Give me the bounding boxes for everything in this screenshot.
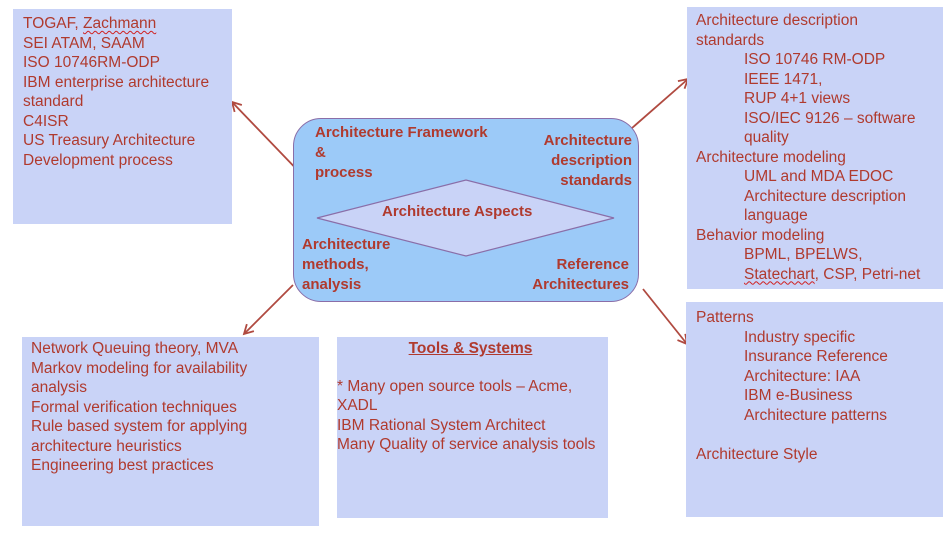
box-line: Network Queuing theory, MVA — [31, 340, 239, 357]
box-line: analysis — [31, 379, 87, 396]
statechart-text: Statechart — [744, 265, 815, 283]
box-line: TOGAF, Zachmann — [23, 15, 157, 32]
box-line: IEEE 1471, — [744, 70, 823, 88]
arrow-to-bottom-right — [642, 288, 689, 346]
box-line: C4ISR — [23, 112, 69, 130]
box-line: Industry specific — [744, 328, 856, 346]
box-line: Many Quality of service analysis tools — [337, 436, 596, 453]
box-line: architecture heuristics — [31, 437, 182, 455]
methods-analysis-box: Network Queuing theory, MVA Markov model… — [22, 337, 319, 526]
box-line: IBM e-Business — [744, 387, 853, 404]
box-line: US Treasury Architecture — [23, 132, 196, 149]
box-line: Architecture description — [744, 187, 906, 205]
box-line: Statechart, CSP, Petri-net — [744, 265, 921, 283]
box-line: IBM Rational System Architect — [337, 416, 546, 434]
box-line: standard — [23, 93, 84, 110]
box-line: Architecture: IAA — [744, 367, 861, 385]
reference-architectures-box: Patterns Industry specific Insurance Ref… — [686, 302, 943, 517]
arrow-to-top-right — [631, 77, 690, 129]
box-line: language — [744, 207, 808, 224]
framework-process-box: TOGAF, Zachmann SEI ATAM, SAAM ISO 10746… — [13, 9, 232, 224]
box-spacer — [696, 425, 943, 445]
box-line: Markov modeling for availability — [31, 359, 248, 377]
framework-process-label: Architecture Framework&process — [315, 124, 488, 181]
box-line: UML and MDA EDOC — [744, 168, 894, 185]
box-line: RUP 4+1 views — [744, 90, 851, 107]
box-line: Architecture Style — [696, 445, 818, 463]
box-line: Insurance Reference — [744, 348, 888, 365]
box-line: Engineering best practices — [31, 457, 214, 474]
box-line: Patterns — [696, 309, 754, 326]
box-line: Behavior modeling — [696, 226, 825, 244]
box-line: Development process — [23, 151, 173, 169]
box-line: Architecture description — [696, 12, 858, 29]
box-line: standards — [696, 31, 765, 49]
box-line: quality — [744, 129, 789, 146]
arrow-to-bottom-left — [242, 284, 294, 336]
box-line: Rule based system for applying — [31, 418, 248, 435]
box-line: IBM enterprise architecture — [23, 73, 210, 91]
architecture-aspects-label: Architecture Aspects — [382, 203, 533, 220]
box-line: ISO/IEC 9126 – software — [744, 109, 916, 127]
box-line: BPML, BPELWS, — [744, 246, 863, 263]
description-standards-box: Architecture description standards ISO 1… — [687, 7, 943, 289]
box-line: * Many open source tools – Acme, — [337, 377, 573, 395]
tools-systems-box: Tools & Systems * Many open source tools… — [337, 337, 608, 518]
box-line: SEI ATAM, SAAM — [23, 34, 145, 52]
box-line: Architecture modeling — [696, 148, 846, 166]
box-line: Formal verification techniques — [31, 398, 237, 416]
box-line: ISO 10746RM-ODP — [23, 54, 160, 71]
box-line: XADL — [337, 397, 378, 414]
tools-systems-title: Tools & Systems — [408, 340, 533, 357]
box-line: Architecture patterns — [744, 406, 888, 424]
box-line: ISO 10746 RM-ODP — [744, 51, 886, 68]
zachmann-text: Zachmann — [83, 15, 157, 32]
